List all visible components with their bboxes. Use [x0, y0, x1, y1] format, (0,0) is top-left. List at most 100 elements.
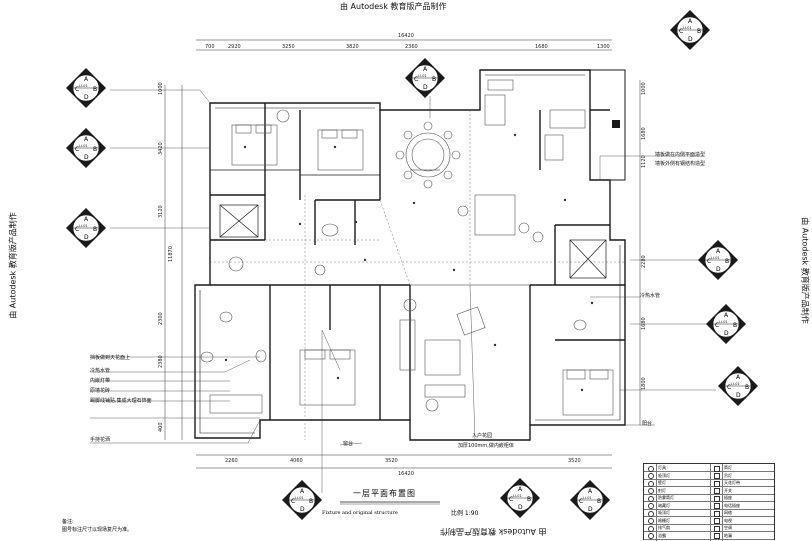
dim-top-2: 3250 — [282, 44, 295, 50]
annotation-bottom-1: 入户花园 — [472, 433, 493, 439]
legend-left-label: 排气扇 — [658, 525, 670, 530]
dimension-lines — [164, 39, 641, 469]
legend-divider — [656, 464, 657, 541]
annotation-right-3: 阳台 — [642, 421, 653, 427]
index-letter: A — [518, 486, 523, 493]
index-letter: D — [518, 504, 523, 511]
annotation-right-2: 冷热水管 — [640, 293, 661, 299]
index-letter: A — [736, 374, 741, 381]
legend-symbol-icon — [714, 525, 720, 532]
index-letter: B — [733, 322, 737, 329]
legend-symbol-icon — [648, 533, 654, 539]
legend-row: 吸顶灯 吊灯 — [644, 472, 774, 480]
legend-row: 格栅灯 电视 — [644, 517, 774, 525]
drawing-subtitle: Fixture and original structure — [322, 510, 398, 516]
dim-top-6: 1300 — [597, 44, 610, 50]
index-letter: D — [423, 84, 428, 91]
dim-bottom-total: 16420 — [398, 471, 414, 477]
index-letter: B — [93, 146, 97, 153]
legend-right-label: 开关 — [724, 487, 732, 493]
index-letter: D — [688, 36, 693, 43]
legend-row: 浴霸地漏 — [644, 532, 774, 540]
index-ref: LI-01 — [719, 320, 728, 324]
dim-right-1: 1680 — [641, 127, 647, 140]
index-letter: C — [707, 258, 711, 265]
legend-row: 射灯 开关 — [644, 487, 774, 495]
legend-symbol-icon — [714, 473, 720, 479]
dim-top-0: 700 — [205, 44, 215, 50]
legend-right-label: 吊灯 — [724, 472, 732, 478]
dim-bottom-0: 2260 — [225, 458, 238, 464]
annotation-right-0: 墙板做在内侧平面造型 — [655, 152, 706, 158]
index-ref: LI-01 — [79, 144, 88, 148]
index-letter: A — [688, 18, 693, 25]
index-ref: LI-01 — [79, 224, 88, 228]
index-letter: B — [93, 86, 97, 93]
dim-left-6: 400 — [158, 422, 164, 432]
legend-symbol-icon — [648, 495, 654, 502]
index-letter: B — [432, 76, 436, 83]
legend-symbol-icon — [648, 473, 654, 479]
index-ref: LI-01 — [711, 256, 720, 260]
index-letter: D — [84, 234, 89, 241]
legend-left-label: 防雾筒灯 — [658, 495, 674, 500]
annotation-left-2: 内嵌灯带 — [90, 378, 111, 384]
legend-left-label: 暗藏灯 — [658, 502, 670, 508]
watermark-top: 由 Autodesk 教育版产品制作 — [340, 2, 447, 11]
index-letter: D — [84, 94, 89, 101]
legend-symbol-icon — [714, 518, 720, 524]
dim-right-5: 1800 — [641, 377, 647, 390]
index-letter: D — [84, 154, 89, 161]
legend-right-label: 天花灯带 — [724, 480, 740, 485]
notes-title: 备注: — [62, 519, 74, 525]
legend-symbol-icon — [714, 495, 720, 502]
legend-right-label: 插座 — [724, 495, 732, 500]
legend-symbol-icon — [714, 465, 720, 472]
legend-right-label: 空调 — [724, 525, 732, 530]
legend-symbol-icon — [648, 503, 654, 509]
index-ref: LI-01 — [295, 496, 304, 500]
legend-left-label: 格栅灯 — [658, 517, 670, 523]
index-letter: C — [75, 146, 79, 153]
legend-right-label: 电视 — [724, 517, 732, 523]
dim-left-4: 2300 — [158, 312, 164, 325]
index-letter: C — [291, 498, 295, 505]
elevator-boxes — [219, 204, 607, 279]
index-letter: B — [697, 28, 701, 35]
index-letter: C — [715, 322, 719, 329]
index-letter: B — [309, 498, 313, 505]
index-ref: LI-01 — [583, 496, 592, 500]
annotation-bottom-2: 加厚100mm,做内嵌柜体 — [458, 443, 514, 449]
dim-bottom-3: 3520 — [568, 458, 581, 464]
index-letter: B — [93, 226, 97, 233]
dim-top-total: 16420 — [398, 33, 414, 39]
legend-left-label: 射灯 — [658, 487, 666, 493]
index-letter: B — [597, 498, 601, 505]
legend-row: 吸顶灯网络 — [644, 509, 774, 517]
index-letter: A — [588, 488, 593, 495]
walls — [194, 69, 626, 441]
legend-symbol-icon — [714, 533, 720, 539]
annotation-right-1: 墙板外侧有钢结构造型 — [655, 161, 706, 167]
furniture — [200, 79, 614, 416]
legend-left-label: 吸顶灯 — [658, 472, 670, 478]
index-letter: B — [725, 258, 729, 265]
index-letter: B — [527, 496, 531, 503]
index-letter: A — [300, 488, 305, 495]
legend-right-label: 网络 — [724, 510, 732, 515]
index-letter: D — [300, 506, 305, 513]
legend-left-label: 浴霸 — [658, 532, 666, 538]
index-letter: C — [75, 226, 79, 233]
legend-symbol-icon — [714, 488, 720, 494]
legend-divider — [710, 464, 711, 541]
notes: 备注: 图号标注尺寸以现场复尺为准。 — [62, 518, 132, 534]
index-letter: C — [75, 86, 79, 93]
